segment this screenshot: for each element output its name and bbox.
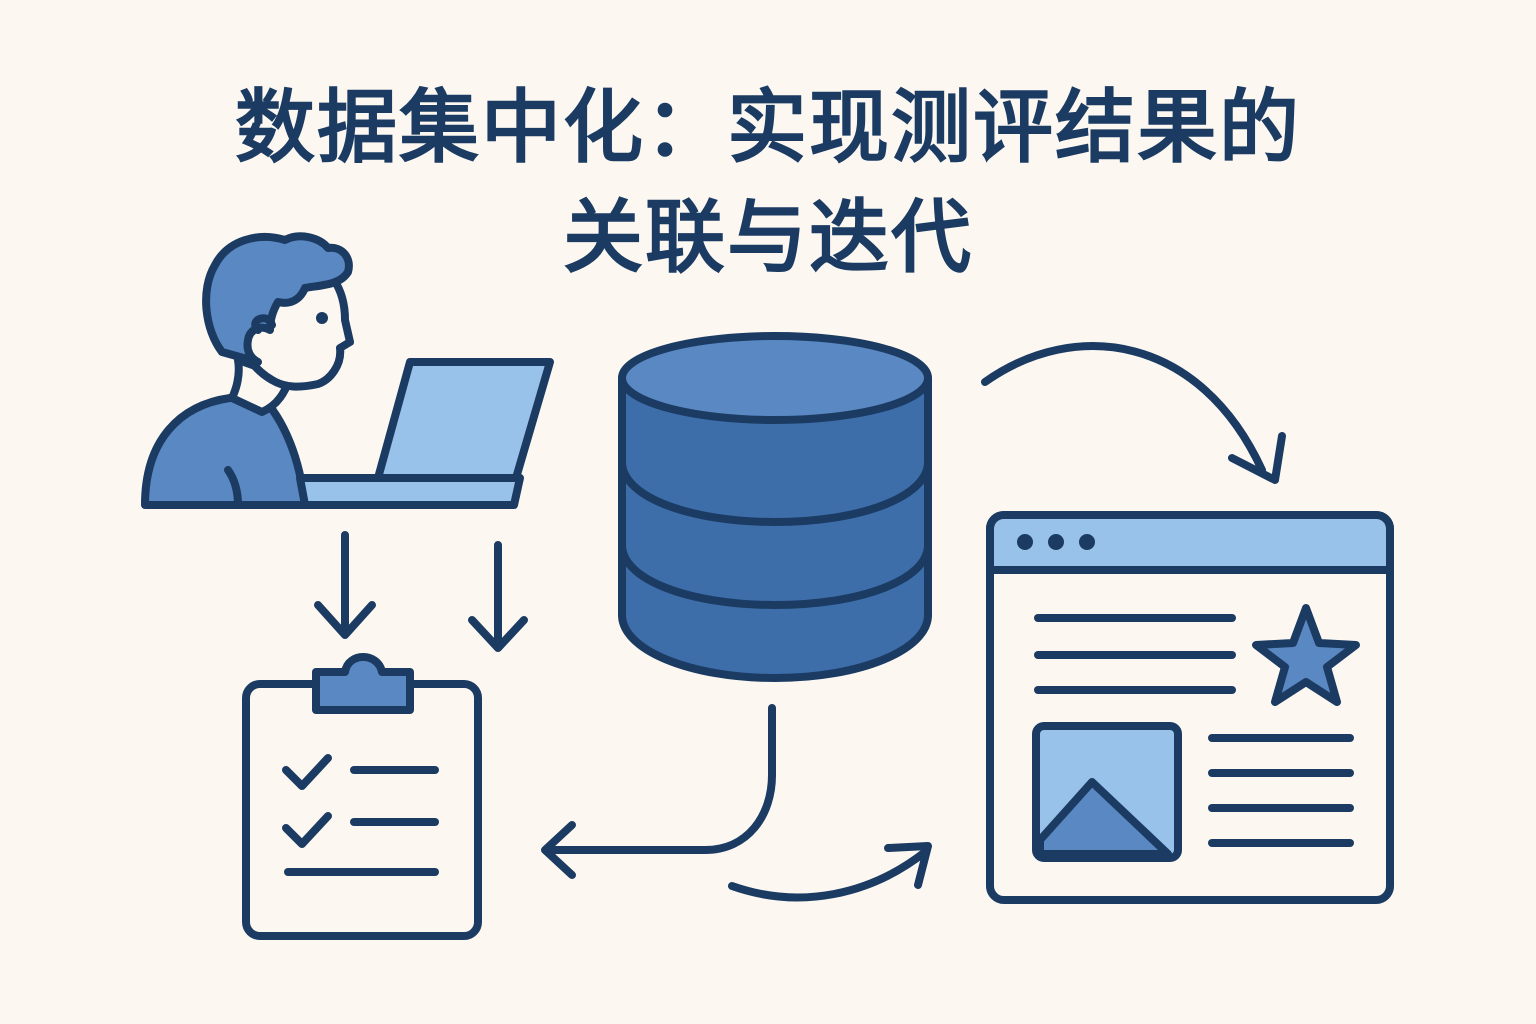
arrow-head-top [1228,432,1286,484]
arrow-head-left [541,821,576,879]
database-body [618,374,932,682]
check-mark-2 [282,812,332,848]
person-arm [224,466,242,509]
web-page-header [986,511,1394,574]
database-top [618,332,932,424]
title-line-2: 关联与迭代 [563,191,973,284]
window-dot-1 [1017,534,1033,550]
arrow-database-to-page [981,342,1286,484]
web-page-icon [986,511,1394,904]
window-dot-2 [1048,534,1064,550]
arrow-curve-bottom [728,848,929,902]
person-icon [141,232,354,509]
database-ring-1 [618,458,932,526]
database-ring-2 [618,541,932,609]
clipboard-board [242,680,482,940]
arrow-database-to-clipboard [541,704,776,879]
arrow-bottom-to-page [728,842,932,902]
person-eye [316,312,328,324]
check-mark-1 [282,754,332,790]
down-arrow-right [468,541,528,652]
person-ear [251,314,276,334]
down-arrows [314,531,528,652]
laptop-icon [296,358,554,509]
clipboard-clip [312,653,414,714]
database-icon [618,332,932,682]
arrow-curve-top [981,342,1266,474]
title-line-1: 数据集中化：实现测评结果的 [235,81,1301,174]
image-mountain [1036,778,1172,858]
star-icon [1252,604,1360,706]
image-icon [1032,722,1182,862]
arrow-head-bottom [884,842,932,889]
arrow-line-left [544,704,776,854]
person-body [141,391,309,509]
clipboard-checklist-icon [242,653,482,940]
laptop-base [296,474,524,509]
down-arrow-left [314,531,376,639]
window-dot-3 [1079,534,1095,550]
laptop-screen [374,358,554,482]
